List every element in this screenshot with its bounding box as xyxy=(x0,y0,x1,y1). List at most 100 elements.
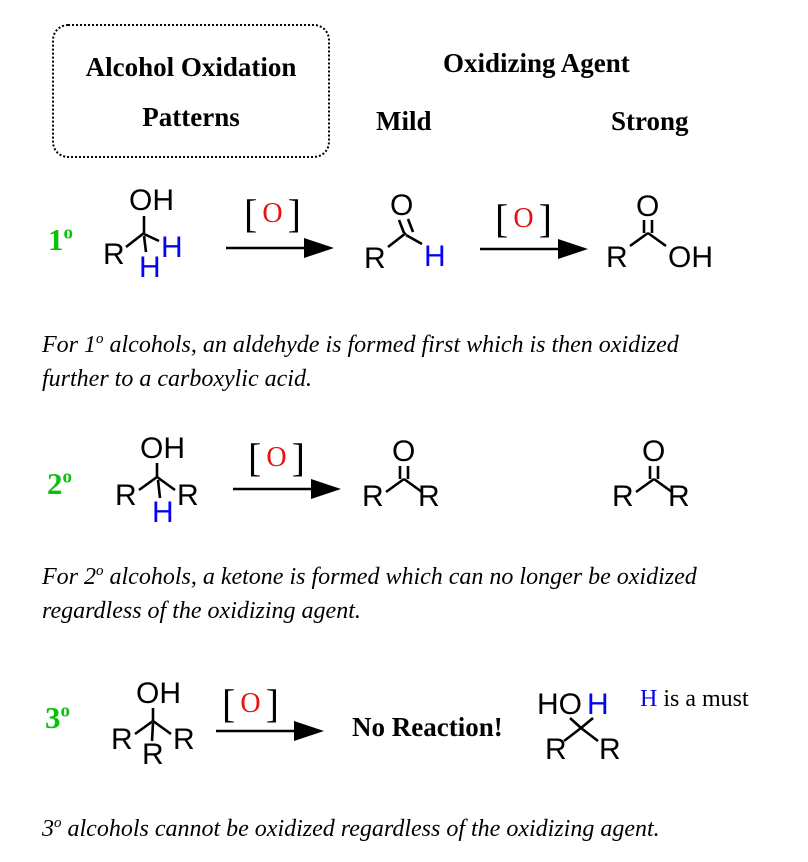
molecule-tertiary-alcohol-h-note: HO H R R xyxy=(537,688,621,766)
bracket-open: [ xyxy=(495,196,509,241)
molecule-ketone-mild: O R R xyxy=(362,435,440,513)
oxidant-symbol: [O] xyxy=(248,434,305,482)
column-strong-label: Strong xyxy=(611,106,689,136)
ho-label: HO xyxy=(537,688,582,721)
degree-number: 2 xyxy=(47,466,63,501)
oxygen-symbol: O xyxy=(266,442,287,473)
o-label: O xyxy=(392,435,415,468)
caption-tertiary: 3o alcohols cannot be oxidized regardles… xyxy=(42,806,660,846)
bond xyxy=(134,719,154,736)
title-line-1: Alcohol Oxidation xyxy=(85,52,297,82)
r-label: R xyxy=(115,479,137,512)
r-label: R xyxy=(142,738,164,771)
caption-text: For 1 xyxy=(42,332,96,358)
bracket-open: [ xyxy=(244,191,258,236)
title-box: Alcohol Oxidation Patterns xyxy=(52,24,330,158)
bond xyxy=(647,231,667,248)
h-label: H xyxy=(152,496,174,529)
h-is-a-must-note: H is a must xyxy=(640,686,749,713)
bond xyxy=(653,477,673,494)
oxygen-symbol: O xyxy=(240,688,261,719)
caption-superscript: o xyxy=(96,331,104,347)
bracket-open: [ xyxy=(222,681,236,726)
r-label: R xyxy=(599,733,621,766)
bond xyxy=(150,722,155,742)
o-label: O xyxy=(636,190,659,223)
molecule-aldehyde: O R H xyxy=(364,189,446,275)
caption-line: 3o alcohols cannot be oxidized regardles… xyxy=(42,806,660,846)
bond xyxy=(405,233,423,246)
title-line-2: Patterns xyxy=(142,102,240,132)
r-label: R xyxy=(668,480,690,513)
bond xyxy=(569,717,582,729)
molecule-tertiary-alcohol: OH R R R xyxy=(111,677,195,771)
r-label: R xyxy=(111,723,133,756)
reaction-arrow-icon xyxy=(233,479,341,499)
caption-line: further to a carboxylic acid. xyxy=(42,366,312,392)
no-reaction-label: No Reaction! xyxy=(352,712,503,742)
column-mild-label: Mild xyxy=(376,106,432,136)
caption-line: regardless of the oxidizing agent. xyxy=(42,598,361,624)
o-label: O xyxy=(390,189,413,222)
molecule-primary-alcohol: OH R H H xyxy=(103,184,183,284)
caption-text: alcohols, an aldehyde is formed first wh… xyxy=(103,332,679,358)
caption-text: alcohols, a ketone is formed which can n… xyxy=(103,564,697,590)
double-bond xyxy=(406,218,415,233)
degree-superscript: o xyxy=(60,700,71,722)
oxygen-symbol: O xyxy=(262,198,283,229)
bond xyxy=(385,477,405,494)
o-label: O xyxy=(642,435,665,468)
r-label: R xyxy=(418,480,440,513)
degree-label-primary: 1o xyxy=(48,222,73,258)
molecule-secondary-alcohol: OH R R H xyxy=(115,432,199,529)
double-bond xyxy=(397,219,406,234)
bond xyxy=(143,232,160,243)
r-label: R xyxy=(606,241,628,274)
caption-line: For 2o alcohols, a ketone is formed whic… xyxy=(42,554,697,594)
column-group-title: Oxidizing Agent xyxy=(443,48,630,78)
h-label: H xyxy=(161,231,183,264)
caption-text: For 2 xyxy=(42,564,96,590)
r-label: R xyxy=(177,479,199,512)
caption-line: For 1o alcohols, an aldehyde is formed f… xyxy=(42,322,679,362)
degree-superscript: o xyxy=(63,222,74,244)
r-label: R xyxy=(103,238,125,271)
bond xyxy=(580,717,594,729)
h-note-text: is a must xyxy=(657,686,749,712)
bond xyxy=(125,231,145,249)
r-label: R xyxy=(545,733,567,766)
bond xyxy=(387,231,407,249)
oh-label: OH xyxy=(140,432,185,465)
bond xyxy=(580,726,599,743)
bond xyxy=(142,235,148,253)
h-label: H xyxy=(139,251,161,284)
caption-primary: For 1o alcohols, an aldehyde is formed f… xyxy=(42,322,679,396)
r-label: R xyxy=(364,242,386,275)
caption-text: alcohols cannot be oxidized regardless o… xyxy=(61,816,660,842)
molecule-ketone-strong: O R R xyxy=(612,435,690,513)
h-note-hydrogen: H xyxy=(640,686,658,712)
degree-label-secondary: 2o xyxy=(47,466,72,502)
r-label: R xyxy=(362,480,384,513)
bond xyxy=(563,726,582,743)
reaction-arrow-icon xyxy=(216,721,324,741)
bond xyxy=(403,477,423,494)
bracket-close: ] xyxy=(287,191,301,236)
caption-text: 3 xyxy=(42,816,54,842)
bond xyxy=(156,475,176,492)
bond xyxy=(629,231,649,248)
caption-secondary: For 2o alcohols, a ketone is formed whic… xyxy=(42,554,697,628)
caption-superscript: o xyxy=(54,815,62,831)
molecule-carboxylic-acid: O R OH xyxy=(606,190,713,274)
bond xyxy=(156,479,162,499)
oxidant-symbol: [O] xyxy=(495,195,552,243)
bond xyxy=(635,477,655,494)
h-label: H xyxy=(587,688,609,721)
degree-label-tertiary: 3o xyxy=(45,700,70,736)
bracket-close: ] xyxy=(538,196,552,241)
oxidant-symbol: [O] xyxy=(244,190,301,238)
degree-number: 1 xyxy=(48,222,64,257)
reaction-arrow-icon xyxy=(226,238,334,258)
oh-label: OH xyxy=(129,184,174,217)
